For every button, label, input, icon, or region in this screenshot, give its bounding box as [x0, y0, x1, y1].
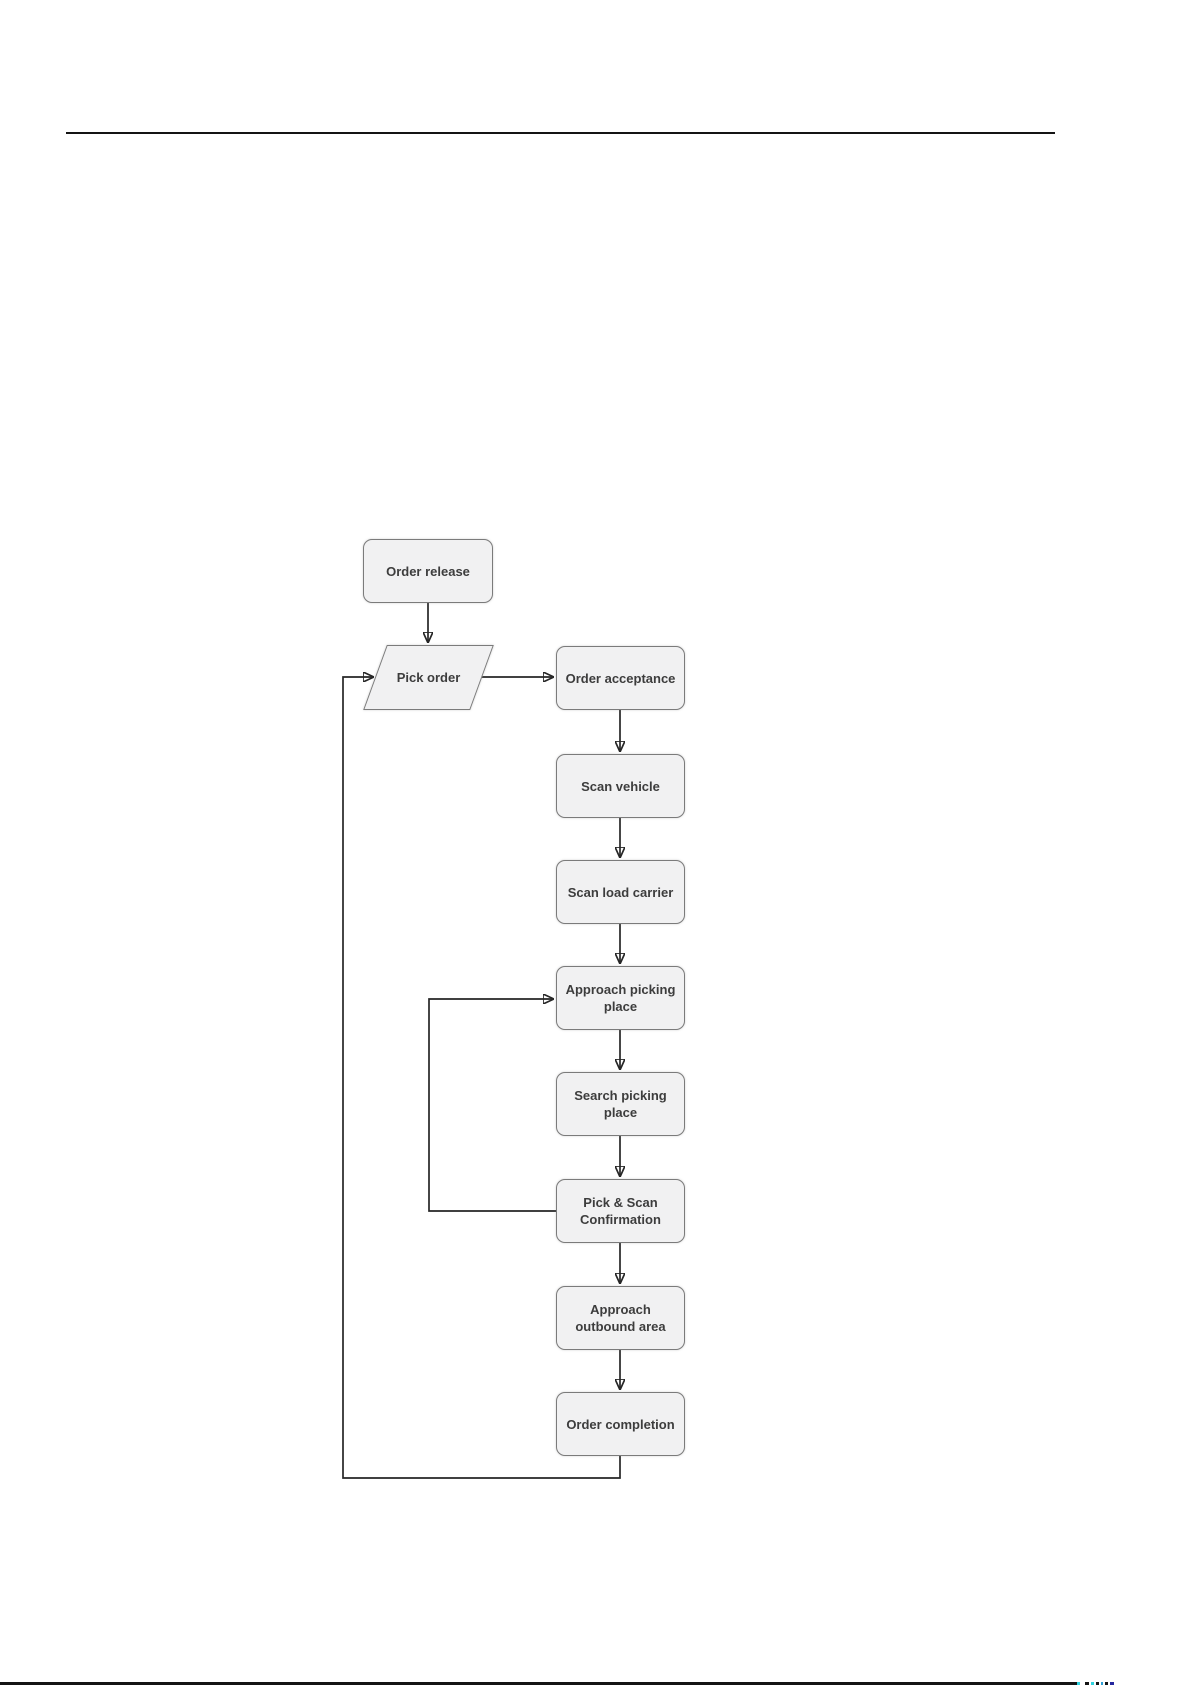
flow-node-order-acceptance: Order acceptance: [556, 646, 685, 710]
scan-artifact: [1085, 1682, 1089, 1685]
node-label: Approach outbound area: [575, 1302, 666, 1334]
node-label: Order completion: [566, 1416, 675, 1432]
node-label: Search picking place: [574, 1088, 667, 1120]
flow-node-order-release: Order release: [363, 539, 493, 603]
flow-node-scan-vehicle: Scan vehicle: [556, 754, 685, 818]
scan-artifact: [1096, 1682, 1099, 1685]
header-rule: [66, 132, 1055, 134]
node-label: Order acceptance: [565, 670, 676, 686]
node-label: Pick order: [396, 670, 461, 685]
edge-loop-order-completion-to-pick-order: [342, 677, 621, 1479]
node-label: Scan load carrier: [567, 884, 674, 900]
page-bottom-edge-line: [0, 1682, 1077, 1685]
node-label: Scan vehicle: [581, 778, 660, 794]
flow-node-pick-order: Pick order: [363, 645, 494, 710]
node-label: Order release: [386, 563, 470, 579]
scan-artifact: [1110, 1682, 1114, 1685]
flow-node-pick-scan-confirmation: Pick & Scan Confirmation: [556, 1179, 685, 1243]
flow-node-approach-picking-place: Approach picking place: [556, 966, 685, 1030]
node-label: Pick & Scan Confirmation: [580, 1195, 661, 1227]
flow-node-search-picking-place: Search picking place: [556, 1072, 685, 1136]
flow-node-approach-outbound-area: Approach outbound area: [556, 1286, 685, 1350]
scan-artifact: [1101, 1682, 1103, 1685]
flow-node-scan-load-carrier: Scan load carrier: [556, 860, 685, 924]
scan-artifact: [1091, 1682, 1094, 1685]
node-label: Approach picking place: [565, 982, 676, 1014]
scan-artifact: [1105, 1682, 1108, 1685]
flow-node-order-completion: Order completion: [556, 1392, 685, 1456]
edge-loop-pick-scan-confirmation-to-approach-picking-place: [428, 999, 557, 1212]
scan-artifact: [1077, 1682, 1080, 1685]
